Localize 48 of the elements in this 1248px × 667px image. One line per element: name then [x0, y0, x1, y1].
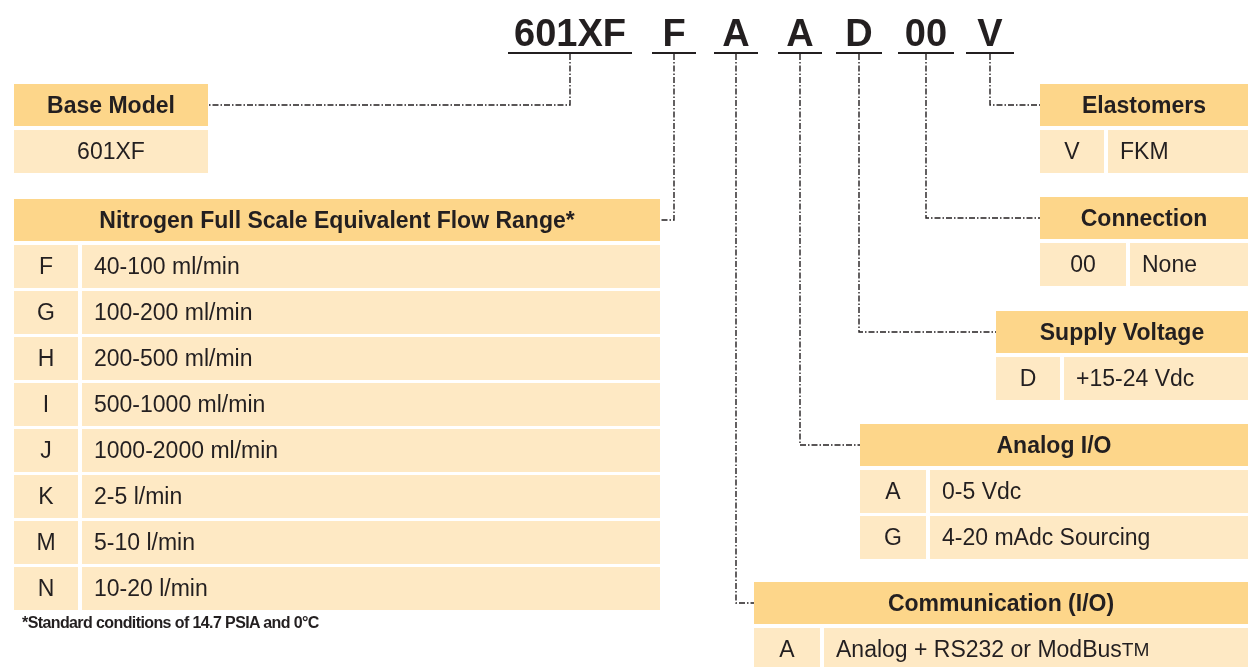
code-cell: G [860, 516, 926, 559]
leader-line [659, 53, 675, 221]
code-segment: V [966, 14, 1014, 54]
code-segment: 601XF [508, 14, 632, 54]
code-segment: A [714, 14, 758, 54]
code-segment: 00 [898, 14, 954, 54]
leader-line [925, 53, 1041, 219]
code-cell: A [754, 628, 820, 667]
description-cell: 1000-2000 ml/min [82, 429, 660, 472]
code-cell: D [996, 357, 1060, 400]
description-cell: 5-10 l/min [82, 521, 660, 564]
code-segment: A [778, 14, 822, 54]
description-cell: FKM [1108, 130, 1248, 173]
table-heading: Base Model [14, 84, 208, 126]
value-cell: 601XF [14, 130, 208, 173]
code-cell: N [14, 567, 78, 610]
description-cell: +15-24 Vdc [1064, 357, 1248, 400]
table-heading: Connection [1040, 197, 1248, 239]
code-cell: A [860, 470, 926, 513]
description-cell: 40-100 ml/min [82, 245, 660, 288]
code-cell: M [14, 521, 78, 564]
code-cell: F [14, 245, 78, 288]
description-cell: 10-20 l/min [82, 567, 660, 610]
code-cell: K [14, 475, 78, 518]
leader-line [207, 53, 571, 106]
code-cell: H [14, 337, 78, 380]
table-heading: Analog I/O [860, 424, 1248, 466]
table-heading: Communication (I/O) [754, 582, 1248, 624]
table-heading: Supply Voltage [996, 311, 1248, 353]
code-cell: 00 [1040, 243, 1126, 286]
description-cell: 0-5 Vdc [930, 470, 1248, 513]
code-cell: G [14, 291, 78, 334]
description-cell: 2-5 l/min [82, 475, 660, 518]
description-cell: 4-20 mAdc Sourcing [930, 516, 1248, 559]
table-heading: Elastomers [1040, 84, 1248, 126]
code-cell: J [14, 429, 78, 472]
code-segment: D [836, 14, 882, 54]
leader-line [799, 53, 861, 446]
description-cell: None [1130, 243, 1248, 286]
description-cell: 100-200 ml/min [82, 291, 660, 334]
description-cell: 200-500 ml/min [82, 337, 660, 380]
description-cell: 500-1000 ml/min [82, 383, 660, 426]
footnote: *Standard conditions of 14.7 PSIA and 0°C [22, 614, 319, 632]
code-cell: V [1040, 130, 1104, 173]
leader-line [735, 53, 755, 604]
code-cell: I [14, 383, 78, 426]
code-segment: F [652, 14, 696, 54]
table-heading: Nitrogen Full Scale Equivalent Flow Range* [14, 199, 660, 241]
